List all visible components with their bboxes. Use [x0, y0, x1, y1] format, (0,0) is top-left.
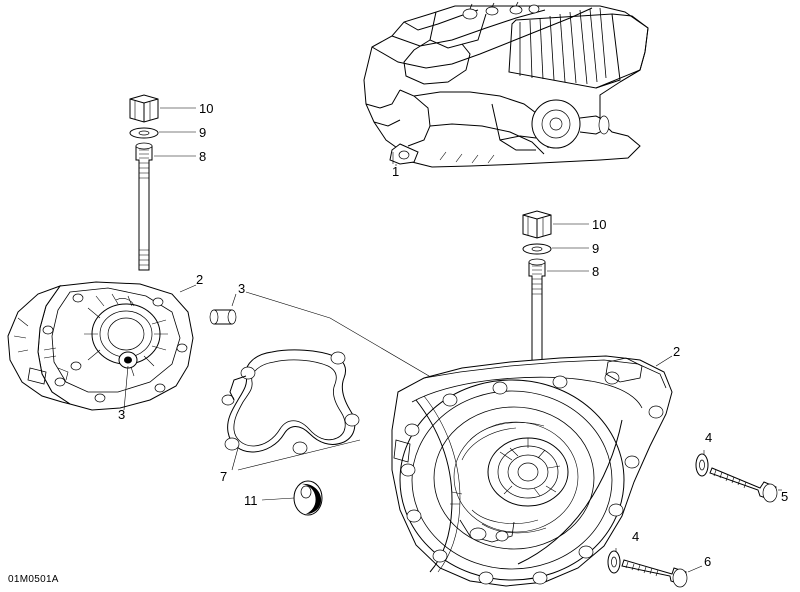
callout-7: 7 [220, 469, 228, 484]
callout-2-right: 2 [673, 344, 681, 359]
engine-assembly-drawing [363, 1, 649, 168]
callout-1: 1 [392, 164, 400, 179]
screw-assembly-lower [607, 550, 688, 588]
callout-4-upper: 4 [705, 430, 713, 445]
callout-5: 5 [781, 489, 789, 504]
crankcase-gasket [221, 349, 360, 455]
bolt-stack-right [522, 210, 552, 387]
callout-8-right: 8 [592, 264, 600, 279]
screw-assembly-upper [695, 453, 778, 503]
callout-10-left: 10 [199, 101, 214, 116]
crankcase-half-right [391, 355, 673, 587]
callout-2-left: 2 [196, 272, 204, 287]
callout-11: 11 [244, 493, 258, 508]
callout-4-lower: 4 [632, 529, 640, 544]
part-code-label: 01M0501A [8, 574, 59, 585]
callout-8-left: 8 [199, 149, 207, 164]
callout-9-left: 9 [199, 125, 207, 140]
callout-9-right: 9 [592, 241, 600, 256]
callout-3-upper: 3 [238, 281, 246, 296]
dowel-pin [209, 309, 237, 325]
bolt-stack-left [129, 94, 159, 271]
callout-10-right: 10 [592, 217, 607, 232]
oil-plug-cap [293, 480, 323, 516]
callout-3-lower: 3 [118, 407, 126, 422]
crankcase-half-left [7, 281, 194, 411]
callout-6: 6 [704, 554, 712, 569]
